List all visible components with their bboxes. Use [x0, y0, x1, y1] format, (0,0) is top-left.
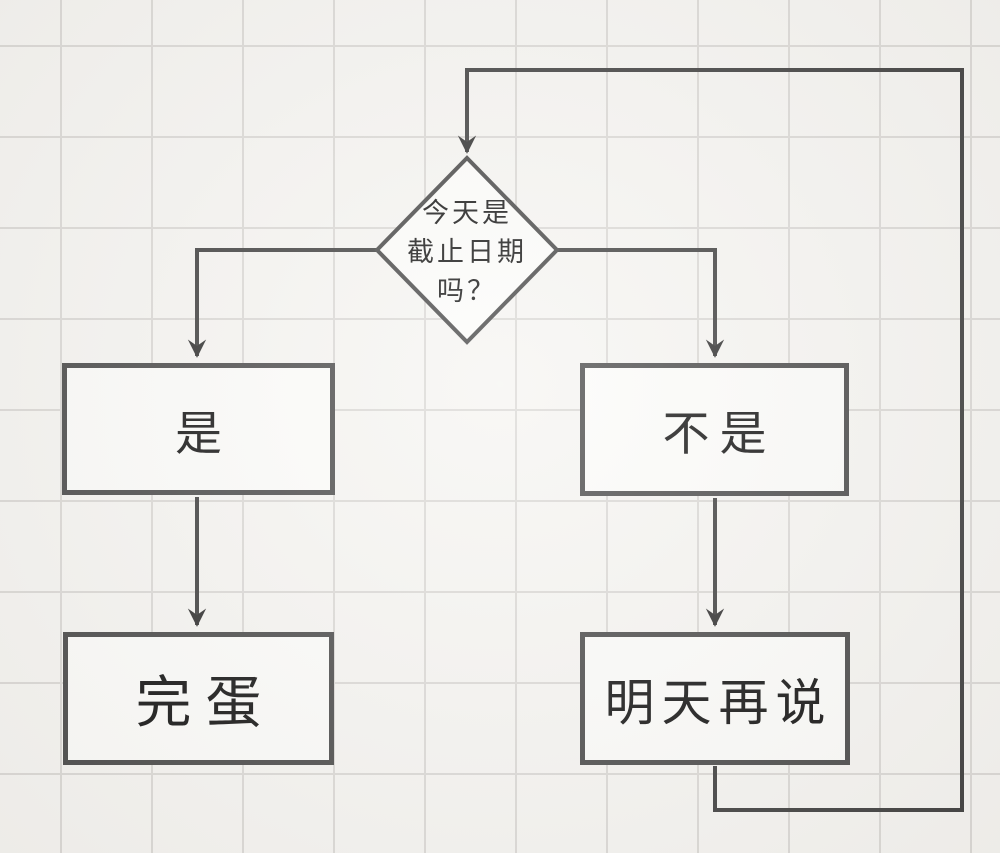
decision-diamond-shape	[374, 155, 560, 345]
node-doomed-label: 完蛋	[135, 671, 276, 734]
decision-node-deadline-check: 今天是 截止日期 吗？	[377, 193, 557, 311]
node-doomed: 完蛋	[63, 632, 334, 765]
node-no: 不是	[580, 363, 849, 496]
edge-tomorrow-loop-back-to-decision	[457, 68, 964, 812]
decision-label-line: 今天是	[422, 197, 512, 228]
edge-decision-to-yes	[187, 248, 377, 358]
node-tomorrow: 明天再说	[580, 632, 850, 765]
decision-label-line: 吗？	[437, 275, 497, 306]
node-yes: 是	[62, 363, 335, 495]
node-no-label: 不是	[662, 407, 777, 460]
node-yes-label: 是	[175, 406, 232, 460]
edge-decision-to-no	[557, 248, 725, 358]
node-tomorrow-label: 明天再说	[604, 674, 833, 731]
decision-label-line: 截止日期	[407, 236, 527, 267]
